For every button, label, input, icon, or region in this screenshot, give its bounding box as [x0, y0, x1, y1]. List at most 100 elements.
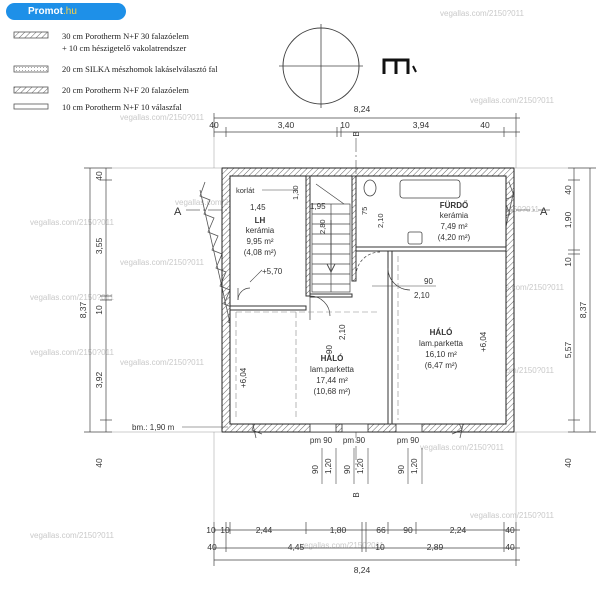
- elevation-570: +5,70: [262, 267, 283, 276]
- dim-right-seg-5: 40: [563, 458, 573, 468]
- room-bath-floor: kerámia: [440, 211, 469, 220]
- svg-text:vegallas.com/2150?011: vegallas.com/2150?011: [30, 218, 114, 227]
- orientation-symbol: [279, 24, 363, 108]
- staircase: [311, 183, 351, 293]
- dim-top-total: 8,24: [354, 104, 371, 114]
- room-bed2-area: 16,10 m²: [425, 350, 457, 359]
- dim-130: 1,30: [291, 185, 300, 200]
- legend-line-2: 20 cm SILKA mészhomok lakáselválasztó fa…: [62, 64, 218, 74]
- room-bath-net: (4,20 m²): [438, 233, 471, 242]
- dim-right-seg-1: 40: [563, 185, 573, 195]
- dim-90-hall: 90: [424, 277, 433, 286]
- badge-brand: Promot: [28, 6, 63, 17]
- room-bed2-name: HÁLÓ: [430, 328, 453, 337]
- room-lh-net: (4,08 m²): [244, 248, 277, 257]
- bathroom-fixtures: [363, 179, 461, 245]
- svg-text:vegallas.com/2150?011: vegallas.com/2150?011: [120, 113, 204, 122]
- legend-swatch-2: [13, 65, 49, 73]
- window-3-h: 1,20: [410, 458, 419, 474]
- bm-label: bm.: 1,90 m: [132, 423, 175, 432]
- dim-210-bed: 2,10: [338, 324, 347, 340]
- dim-90-bed: 90: [325, 345, 334, 354]
- dim-bot-total: 8,24: [354, 565, 371, 575]
- interior-walls: [229, 175, 507, 425]
- dim-left-seg-4: 3,92: [94, 371, 104, 388]
- svg-text:vegallas.com/2150?011: vegallas.com/2150?011: [30, 293, 114, 302]
- section-mark-b-top: B: [352, 131, 361, 136]
- dim-bot-r1-2: 10: [220, 525, 230, 535]
- svg-text:vegallas.com/2150?011: vegallas.com/2150?011: [440, 9, 524, 18]
- dim-right-seg-2: 1,90: [563, 211, 573, 228]
- left-dimensions: [84, 167, 112, 433]
- dim-bot-r1-8: 40: [505, 525, 515, 535]
- dim-top-seg-5: 40: [480, 120, 490, 130]
- windows-bottom: [309, 423, 423, 433]
- window-1-h: 1,20: [324, 458, 333, 474]
- legend: 30 cm Porotherm N+F 30 falazóelem + 10 c…: [13, 31, 218, 112]
- legend-line-4: 10 cm Porotherm N+F 10 válaszfal: [62, 102, 182, 112]
- legend-swatch-1: [13, 31, 49, 39]
- dim-left-total: 8,37: [78, 301, 88, 318]
- dim-bot-r2-4: 2,89: [427, 542, 444, 552]
- elevation-leader: [249, 269, 263, 283]
- dim-left-seg-1: 40: [94, 171, 104, 181]
- dim-top-seg-2: 3,40: [278, 120, 295, 130]
- dim-bot-r2-2: 4,45: [288, 542, 305, 552]
- window-2-pm: pm 90: [343, 436, 366, 445]
- svg-text:vegallas.com/2150?011: vegallas.com/2150?011: [480, 283, 564, 292]
- window-dim-lines: [321, 448, 423, 484]
- dim-left-seg-3: 10: [94, 305, 104, 315]
- svg-text:vegallas.com/2150?011: vegallas.com/2150?011: [120, 258, 204, 267]
- dim-bot-r1-4: 1,80: [330, 525, 347, 535]
- dim-bot-r1-5: 66: [376, 525, 386, 535]
- dim-bot-r1-7: 2,24: [450, 525, 467, 535]
- korlat-label: korlát: [236, 186, 255, 195]
- elevation-604-right: +6,04: [479, 331, 488, 352]
- dim-145: 1,45: [250, 203, 266, 212]
- svg-text:vegallas.com/2150?011: vegallas.com/2150?011: [30, 531, 114, 540]
- legend-swatch-3: [13, 86, 49, 94]
- dim-210-bath: 2,10: [376, 213, 385, 228]
- legend-line-1a: 30 cm Porotherm N+F 30 falazóelem: [62, 31, 189, 41]
- room-bed1-area: 17,44 m²: [316, 376, 348, 385]
- dim-right-total: 8,37: [578, 301, 588, 318]
- right-dimensions: [568, 167, 596, 433]
- room-guides: [235, 256, 399, 420]
- room-bath-area: 7,49 m²: [440, 222, 467, 231]
- legend-swatch-4: [13, 103, 49, 110]
- dim-bot-r1-6: 90: [403, 525, 413, 535]
- room-bed2-net: (6,47 m²): [425, 361, 458, 370]
- section-mark-b-bottom: B: [352, 492, 361, 497]
- svg-text:vegallas.com/2150?011: vegallas.com/2150?011: [300, 541, 384, 550]
- room-lh-name: LH: [255, 216, 266, 225]
- dim-top-seg-4: 3,94: [413, 120, 430, 130]
- window-2-h: 1,20: [356, 458, 365, 474]
- extension-lines: [112, 137, 568, 522]
- dim-210-hall: 2,10: [414, 291, 430, 300]
- dim-right-seg-4: 5,57: [563, 341, 573, 358]
- dim-280: 2,80: [318, 219, 327, 234]
- dim-right-seg-3: 10: [563, 257, 573, 267]
- dim-bot-r2-1: 40: [207, 542, 217, 552]
- badge-suffix: .hu: [63, 6, 77, 17]
- window-1-pm: pm 90: [310, 436, 333, 445]
- bottom-dimensions: [213, 522, 520, 566]
- dim-top-seg-1: 40: [209, 120, 219, 130]
- room-bed1-name: HÁLÓ: [321, 354, 344, 363]
- room-bath-name: FÜRDŐ: [440, 201, 468, 210]
- dim-bot-r2-3: 10: [375, 542, 385, 552]
- room-lh-floor: kerámia: [246, 226, 275, 235]
- room-lh-area: 9,95 m²: [246, 237, 273, 246]
- dim-bot-r2-5: 40: [505, 542, 515, 552]
- window-3-w: 90: [397, 465, 406, 474]
- svg-text:vegallas.com/2150?011: vegallas.com/2150?011: [30, 348, 114, 357]
- room-bed1-floor: lam.parketta: [310, 365, 355, 374]
- site-badge[interactable]: Promot.hu: [6, 3, 126, 20]
- svg-text:vegallas.com/2150?011: vegallas.com/2150?011: [470, 96, 554, 105]
- window-1-w: 90: [311, 465, 320, 474]
- svg-text:vegallas.com/2150?011: vegallas.com/2150?011: [420, 443, 504, 452]
- svg-text:vegallas.com/2150?011: vegallas.com/2150?011: [120, 358, 204, 367]
- room-bed2-floor: lam.parketta: [419, 339, 464, 348]
- outer-walls: [221, 167, 515, 433]
